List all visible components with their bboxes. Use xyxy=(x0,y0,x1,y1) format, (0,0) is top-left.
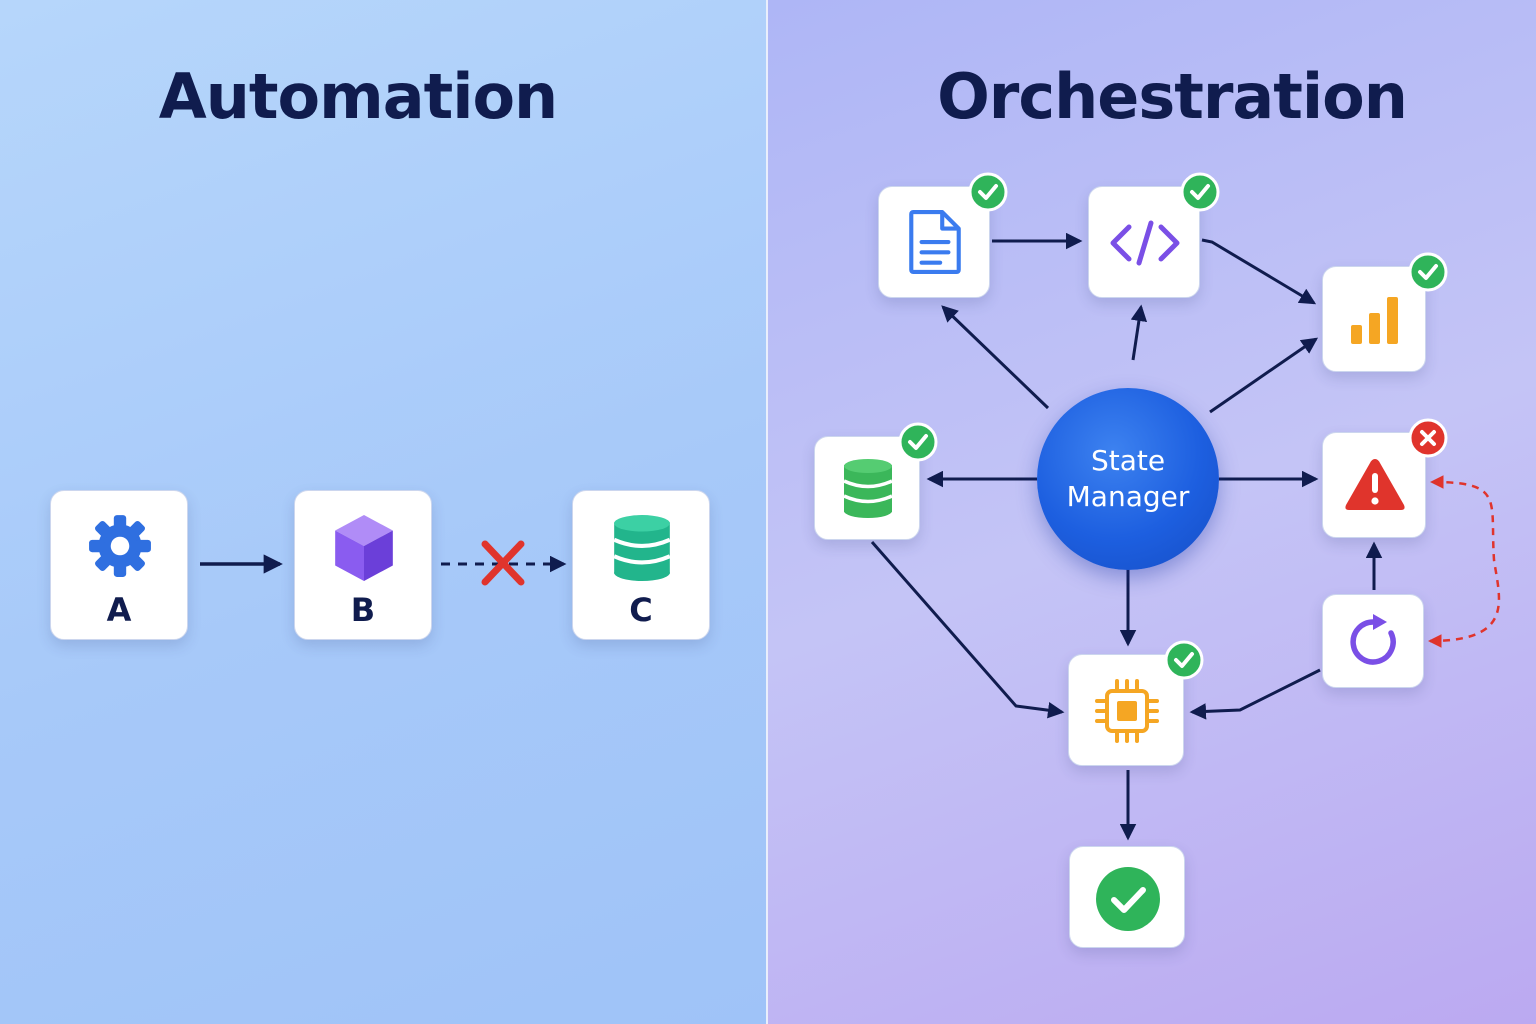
success-badge-chart xyxy=(1408,252,1448,292)
success-badge-code xyxy=(1180,172,1220,212)
orchestration-node-warning[interactable] xyxy=(1322,432,1426,538)
retry-loop-dashed xyxy=(1427,475,1501,648)
database-icon xyxy=(613,515,671,581)
link-code-to-chart xyxy=(1201,238,1317,305)
hub-label-line1: State xyxy=(1090,444,1166,477)
automation-node-a[interactable]: A xyxy=(50,490,188,640)
panel-divider xyxy=(766,0,768,1024)
bar-chart-icon xyxy=(1351,297,1398,344)
orchestration-node-code[interactable] xyxy=(1088,186,1200,298)
cube-icon xyxy=(335,515,393,581)
cpu-icon xyxy=(1095,679,1159,743)
automation-node-b[interactable]: B xyxy=(294,490,432,640)
error-badge-warning xyxy=(1408,418,1448,458)
state-manager-hub[interactable]: State Manager xyxy=(1037,388,1219,570)
hub-label-line2: Manager xyxy=(1066,480,1190,513)
link-hub-to-code xyxy=(1130,304,1148,361)
orchestration-node-cpu[interactable] xyxy=(1068,654,1184,766)
success-badge-database xyxy=(898,422,938,462)
success-badge-document xyxy=(968,172,1008,212)
orchestration-node-retry[interactable] xyxy=(1322,594,1424,688)
warning-icon xyxy=(1345,459,1405,510)
link-hub-to-doc xyxy=(941,305,1050,410)
link-hub-to-chart xyxy=(1209,337,1319,414)
link-db-to-cpu xyxy=(870,541,1065,719)
automation-title: Automation xyxy=(158,60,558,133)
check-circle-icon xyxy=(1096,867,1160,931)
node-label-b: B xyxy=(350,591,376,629)
database-icon xyxy=(843,459,893,518)
orchestration-title: Orchestration xyxy=(937,60,1408,133)
node-label-a: A xyxy=(106,591,132,629)
success-badge-cpu xyxy=(1164,640,1204,680)
link-retry-to-cpu xyxy=(1189,668,1321,720)
failed-link-x-mark xyxy=(481,540,525,586)
code-icon xyxy=(1110,220,1180,266)
document-icon xyxy=(909,210,961,274)
orchestration-node-document[interactable] xyxy=(878,186,990,298)
automation-node-c[interactable]: C xyxy=(572,490,710,640)
orchestration-node-done[interactable] xyxy=(1069,846,1185,948)
node-label-c: C xyxy=(629,591,653,629)
gear-icon xyxy=(89,515,151,577)
orchestration-node-chart[interactable] xyxy=(1322,266,1426,372)
retry-icon xyxy=(1350,614,1396,665)
